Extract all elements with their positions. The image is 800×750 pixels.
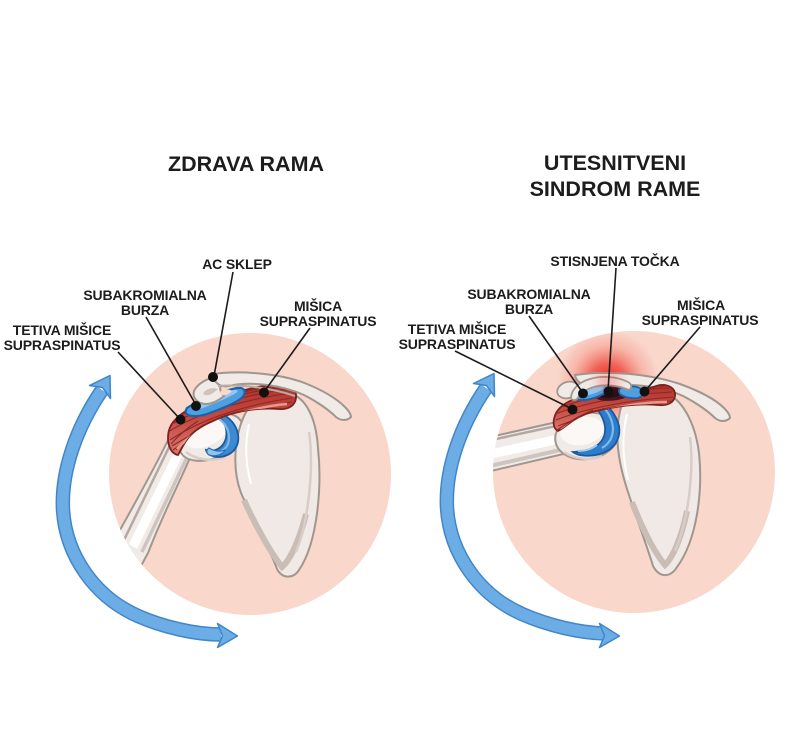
svg-text:BURZA: BURZA (505, 301, 553, 317)
svg-text:ZDRAVA RAMA: ZDRAVA RAMA (168, 152, 324, 176)
svg-text:SINDROM RAME: SINDROM RAME (530, 177, 701, 201)
svg-text:SUPRASPINATUS: SUPRASPINATUS (399, 336, 516, 352)
svg-text:BURZA: BURZA (121, 302, 169, 318)
svg-text:SUBAKROMIALNA: SUBAKROMIALNA (467, 286, 590, 302)
svg-text:TETIVA MIŠICE: TETIVA MIŠICE (13, 321, 111, 338)
svg-text:MIŠICA: MIŠICA (294, 297, 342, 314)
svg-text:SUPRASPINATUS: SUPRASPINATUS (260, 313, 377, 329)
svg-text:SUPRASPINATUS: SUPRASPINATUS (4, 337, 121, 353)
svg-text:UTESNITVENI: UTESNITVENI (544, 151, 686, 175)
svg-text:AC SKLEP: AC SKLEP (202, 256, 272, 272)
svg-text:SUBAKROMIALNA: SUBAKROMIALNA (83, 287, 206, 303)
svg-text:SUPRASPINATUS: SUPRASPINATUS (642, 312, 759, 328)
svg-text:MIŠICA: MIŠICA (677, 296, 725, 313)
svg-text:TETIVA MIŠICE: TETIVA MIŠICE (408, 320, 506, 337)
svg-text:STISNJENA TOČKA: STISNJENA TOČKA (550, 252, 679, 269)
